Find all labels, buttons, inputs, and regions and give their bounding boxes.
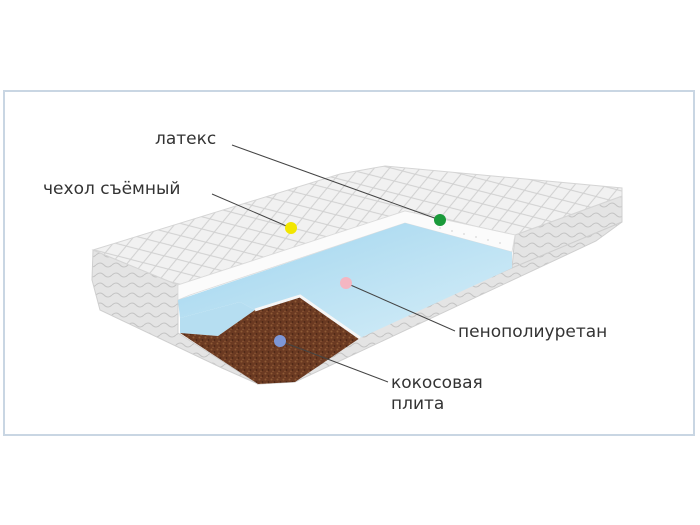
label-foam: пенополиуретан (458, 322, 608, 342)
label-cover: чехол съёмный (43, 179, 181, 199)
marker-latex (434, 214, 446, 226)
leader-cover (211, 193, 292, 229)
leader-foam (345, 282, 456, 332)
marker-coco (274, 335, 286, 347)
coco-layer (180, 296, 360, 384)
leader-coco (279, 340, 389, 383)
label-latex: латекс (155, 129, 217, 149)
leader-latex (231, 144, 441, 221)
label-coconut-line2: плита (391, 394, 445, 414)
label-coconut-line1: кокосовая (391, 373, 483, 393)
foam-block-left (180, 302, 255, 336)
label-coconut-slab: кокосовая плита (391, 373, 483, 415)
marker-foam (340, 277, 352, 289)
coco-edge (254, 294, 361, 340)
marker-cover (285, 222, 297, 234)
